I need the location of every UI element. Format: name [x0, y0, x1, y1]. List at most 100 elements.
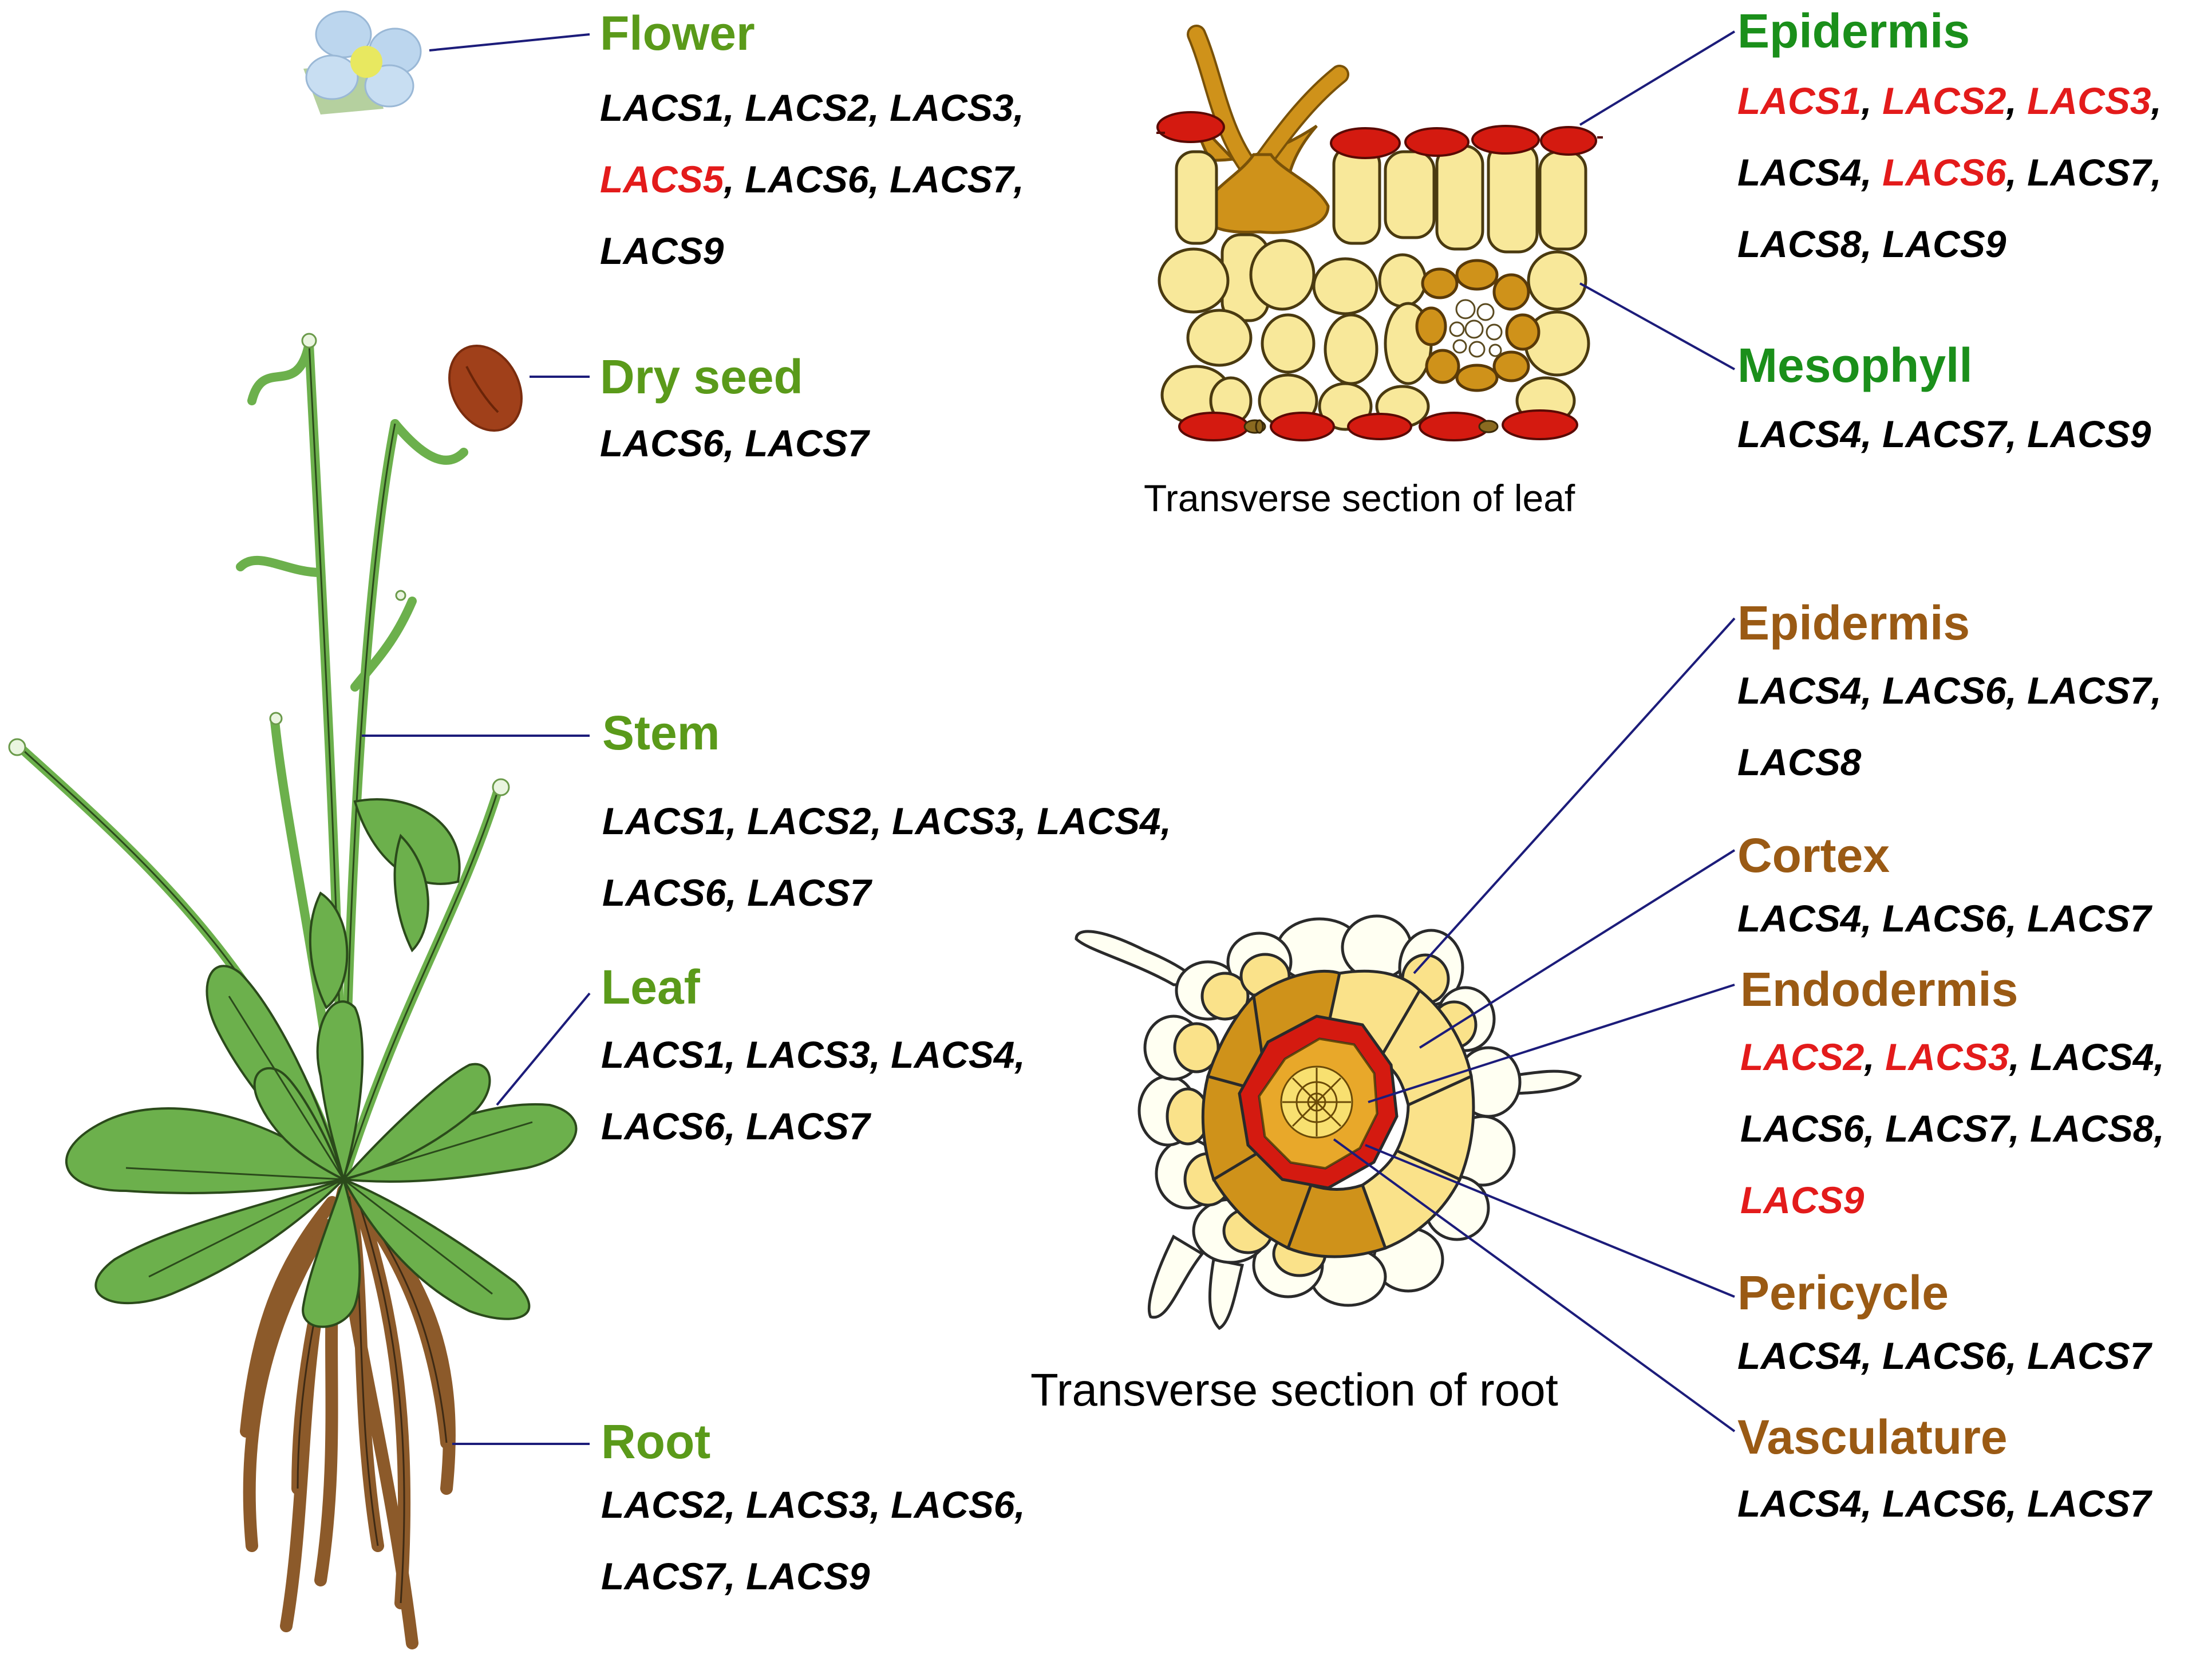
gene-list-dry-seed: LACS6, LACS7 [600, 408, 1127, 479]
dry-seed-icon [448, 344, 523, 432]
gene-name: LACS2 [747, 800, 871, 842]
gene-name: LACS9 [2027, 413, 2151, 455]
gene-name: LACS5 [600, 158, 724, 200]
gene-name: LACS3 [892, 800, 1016, 842]
gene-separator: , [2006, 1482, 2028, 1525]
gene-name: LACS7 [2027, 897, 2151, 939]
gene-separator: , [1861, 413, 1883, 455]
gene-name: LACS1 [600, 86, 724, 129]
gene-name: LACS7 [890, 158, 1014, 200]
gene-name: LACS1 [1737, 80, 1862, 122]
gene-separator: , [1013, 86, 1024, 129]
plant-tissue-stem: Stem LACS1, LACS2, LACS3, LACS4, LACS6, … [602, 705, 1266, 929]
tissue-title-cortex: Cortex [1737, 828, 1890, 882]
gene-name: LACS7 [747, 871, 871, 914]
gene-name: LACS8 [1737, 223, 1862, 265]
gene-list-root: LACS2, LACS3, LACS6, LACS7, LACS9 [601, 1469, 1128, 1612]
tissue-title-flower: Flower [600, 6, 755, 60]
cauline-leaves [309, 798, 461, 1010]
gene-name: LACS1 [601, 1033, 725, 1076]
gene-separator: , [1861, 1482, 1883, 1525]
gene-separator: , [2006, 1335, 2028, 1377]
tissue-title-root: Root [601, 1415, 711, 1469]
gene-separator: , [868, 158, 890, 200]
gene-name: LACS6 [1882, 669, 2006, 712]
gene-list-leaf-epidermis: LACS1, LACS2, LACS3, LACS4, LACS6, LACS7… [1737, 65, 2212, 280]
gene-separator: , [2154, 1036, 2164, 1078]
gene-separator: , [724, 422, 745, 464]
gene-separator: , [2006, 413, 2028, 455]
gene-name: LACS7 [601, 1555, 725, 1597]
tissue-title-dry-seed: Dry seed [600, 350, 803, 404]
gene-name: LACS4 [1037, 800, 1161, 842]
gene-separator: , [1861, 151, 1883, 194]
gene-separator: , [2009, 1107, 2031, 1150]
gene-separator: , [2151, 151, 2162, 194]
gene-list-flower: LACS1, LACS2, LACS3, LACS5, LACS6, LACS7… [600, 72, 1127, 287]
tissue-title-root-epidermis: Epidermis [1737, 596, 1970, 650]
gene-separator: , [1861, 669, 1883, 712]
leaf-upper-epidermis [1156, 111, 1597, 159]
plant-tissue-leaf: Leaf LACS1, LACS3, LACS4, LACS6, LACS7 [601, 960, 1128, 1162]
gene-separator: , [871, 800, 892, 842]
gene-name: LACS6 [1882, 1482, 2006, 1525]
gene-list-leaf: LACS1, LACS3, LACS4, LACS6, LACS7 [601, 1019, 1128, 1162]
leaf-tissue-mesophyll: Mesophyll LACS4, LACS7, LACS9 [1737, 338, 2212, 470]
gene-separator: , [1014, 1033, 1025, 1076]
gene-name: LACS7 [1882, 413, 2006, 455]
root-tissue-endodermis: Endodermis LACS2, LACS3, LACS4, LACS6, L… [1740, 962, 2212, 1236]
gene-name: LACS9 [1882, 223, 2006, 265]
arabidopsis-plant-illustration [8, 333, 578, 1649]
gene-name: LACS4 [1737, 669, 1862, 712]
gene-name: LACS6 [1882, 897, 2006, 939]
tissue-title-mesophyll: Mesophyll [1737, 338, 1973, 392]
gene-name: LACS7 [2027, 1482, 2151, 1525]
gene-separator: , [725, 1483, 746, 1526]
flower-icon [303, 10, 422, 115]
gene-name: LACS9 [600, 230, 724, 272]
gene-separator: , [1861, 1335, 1883, 1377]
plant-tissue-dry-seed: Dry seed LACS6, LACS7 [600, 349, 1127, 479]
gene-separator: , [870, 1033, 891, 1076]
gene-list-cortex: LACS4, LACS6, LACS7 [1737, 883, 2212, 954]
root-tissue-pericycle: Pericycle LACS4, LACS6, LACS7 [1737, 1265, 2212, 1392]
gene-name: LACS7 [2027, 151, 2151, 194]
gene-name: LACS4 [1737, 151, 1862, 194]
gene-name: LACS2 [1740, 1036, 1865, 1078]
gene-name: LACS6 [1740, 1107, 1865, 1150]
gene-name: LACS6 [600, 422, 724, 464]
leaf-lower-epidermis [1178, 409, 1578, 441]
gene-name: LACS4 [2030, 1036, 2154, 1078]
gene-name: LACS2 [745, 86, 869, 129]
tissue-title-leaf: Leaf [601, 960, 700, 1014]
gene-separator: , [1160, 800, 1171, 842]
gene-list-stem: LACS1, LACS2, LACS3, LACS4, LACS6, LACS7 [602, 785, 1266, 929]
gene-separator: , [726, 871, 748, 914]
gene-name: LACS3 [1885, 1036, 2009, 1078]
root-leader-lines [1333, 617, 1736, 1432]
gene-name: LACS7 [2027, 1335, 2151, 1377]
gene-separator: , [870, 1483, 891, 1526]
gene-separator: , [2151, 669, 2162, 712]
gene-separator: , [1861, 80, 1883, 122]
gene-name: LACS6 [1882, 151, 2006, 194]
gene-name: LACS4 [1737, 1482, 1862, 1525]
gene-separator: , [725, 1033, 746, 1076]
plant-tissue-flower: Flower LACS1, LACS2, LACS3, LACS5, LACS6… [600, 6, 1127, 287]
root-cross-section-illustration [1075, 914, 1582, 1331]
gene-name: LACS6 [745, 158, 869, 200]
tissue-title-stem: Stem [602, 706, 720, 760]
gene-name: LACS2 [1882, 80, 2006, 122]
gene-separator: , [724, 86, 745, 129]
leaf-leader-lines [1579, 30, 1736, 370]
leaf-tissue-epidermis: Epidermis LACS1, LACS2, LACS3, LACS4, LA… [1737, 3, 2212, 280]
gene-name: LACS3 [746, 1483, 870, 1526]
leaf-vascular-bundle [1415, 259, 1540, 392]
gene-separator: , [1016, 800, 1037, 842]
tissue-title-pericycle: Pericycle [1737, 1266, 1949, 1320]
gene-list-endodermis: LACS2, LACS3, LACS4, LACS6, LACS7, LACS8… [1740, 1021, 2212, 1236]
gene-separator: , [1864, 1036, 1886, 1078]
gene-list-root-epidermis: LACS4, LACS6, LACS7, LACS8 [1737, 655, 2212, 798]
leaf-section-caption: Transverse section of leaf [1144, 477, 1575, 519]
